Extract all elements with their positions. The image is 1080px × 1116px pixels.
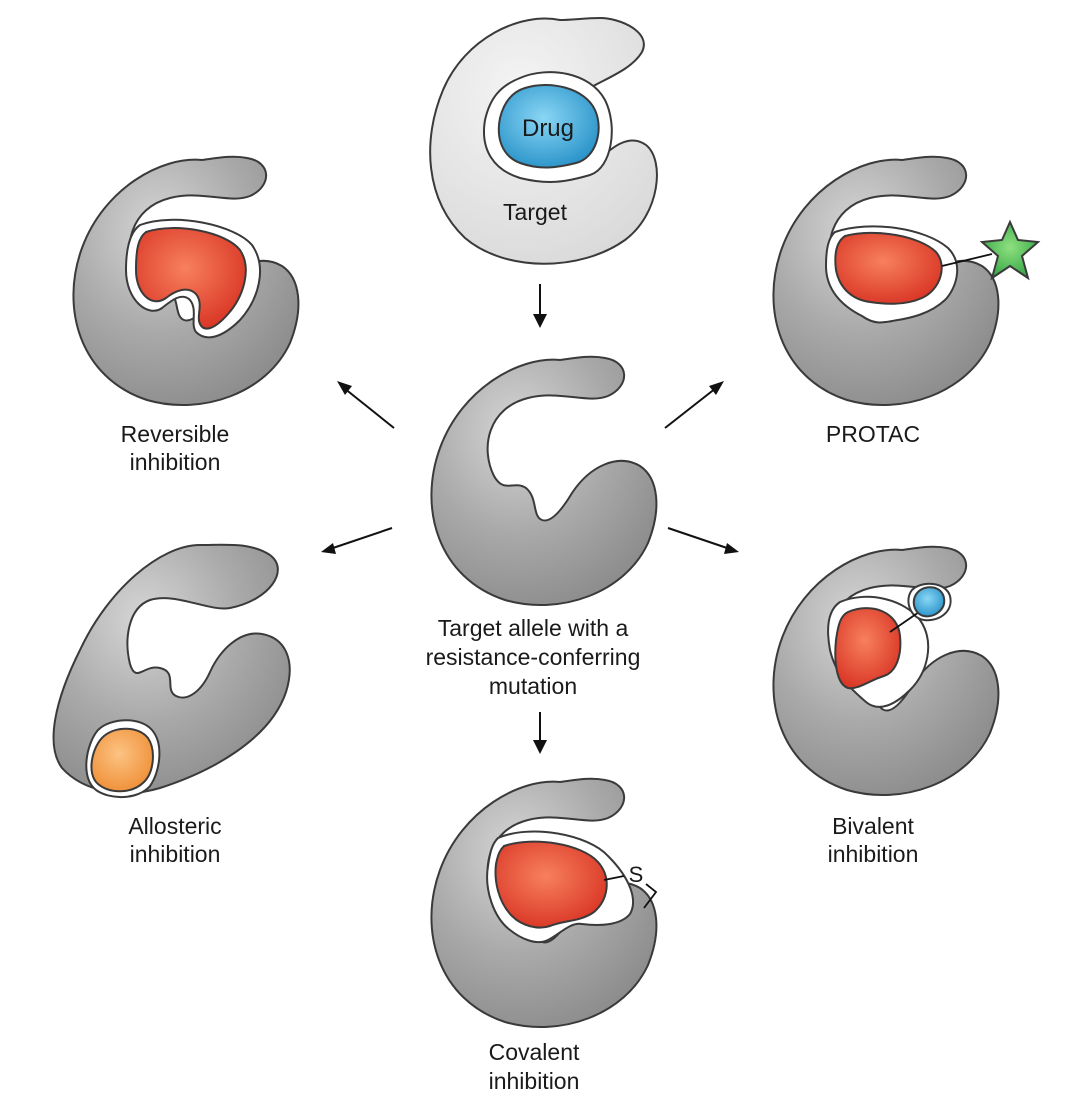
allosteric-inhibitor: [90, 727, 154, 793]
covalent-label-line2: inhibition: [489, 1068, 580, 1094]
arrow-to-protac: [664, 381, 724, 429]
protac-label: PROTAC: [826, 421, 920, 447]
arrow-to-bivalent: [667, 527, 739, 554]
protac-inhibitor: [834, 231, 943, 305]
arrow-target-to-mutant: [533, 284, 547, 328]
bivalent-inhibitor-blue: [912, 586, 946, 618]
reversible-label-line1: Reversible: [121, 421, 230, 447]
allosteric-inhibition-group: Allosteric inhibition: [52, 543, 291, 867]
target-protein-group: Drug Target: [429, 16, 658, 265]
protac-group: PROTAC: [772, 155, 1041, 447]
bivalent-linker: [889, 609, 923, 633]
protac-e3-ligase-star: [979, 219, 1041, 281]
covalent-inhibitor: [494, 840, 608, 929]
target-label: Target: [503, 199, 568, 225]
bivalent-label-line1: Bivalent: [832, 813, 914, 839]
covalent-cysteine-linker: [643, 883, 658, 909]
covalent-label-line1: Covalent: [489, 1039, 580, 1065]
bivalent-label-line2: inhibition: [828, 841, 919, 867]
allosteric-label-line1: Allosteric: [128, 813, 221, 839]
drug-molecule: [497, 84, 600, 169]
reversible-inhibitor: [134, 227, 247, 330]
protac-linker: [941, 253, 993, 267]
bivalent-inhibition-group: Bivalent inhibition: [772, 545, 1000, 867]
arrow-to-covalent: [533, 712, 547, 754]
mutant-label-line1: Target allele with a: [438, 615, 629, 641]
drug-label: Drug: [522, 115, 574, 142]
covalent-sulfur-label: S: [629, 862, 644, 887]
mutant-protein: [430, 355, 658, 607]
reversible-inhibition-group: Reversible inhibition: [72, 155, 300, 475]
covalent-inhibition-group: S Covalent inhibition: [430, 777, 658, 1094]
arrow-to-reversible: [337, 381, 395, 429]
arrow-to-allosteric: [321, 527, 393, 554]
mutant-label-line3: mutation: [489, 673, 577, 699]
covalent-bond: [603, 875, 625, 881]
allosteric-label-line2: inhibition: [130, 841, 221, 867]
bivalent-inhibitor-red: [834, 607, 902, 690]
mutant-target-group: Target allele with a resistance-conferri…: [426, 355, 658, 699]
mutant-label-line2: resistance-conferring: [426, 644, 641, 670]
reversible-label-line2: inhibition: [130, 449, 221, 475]
